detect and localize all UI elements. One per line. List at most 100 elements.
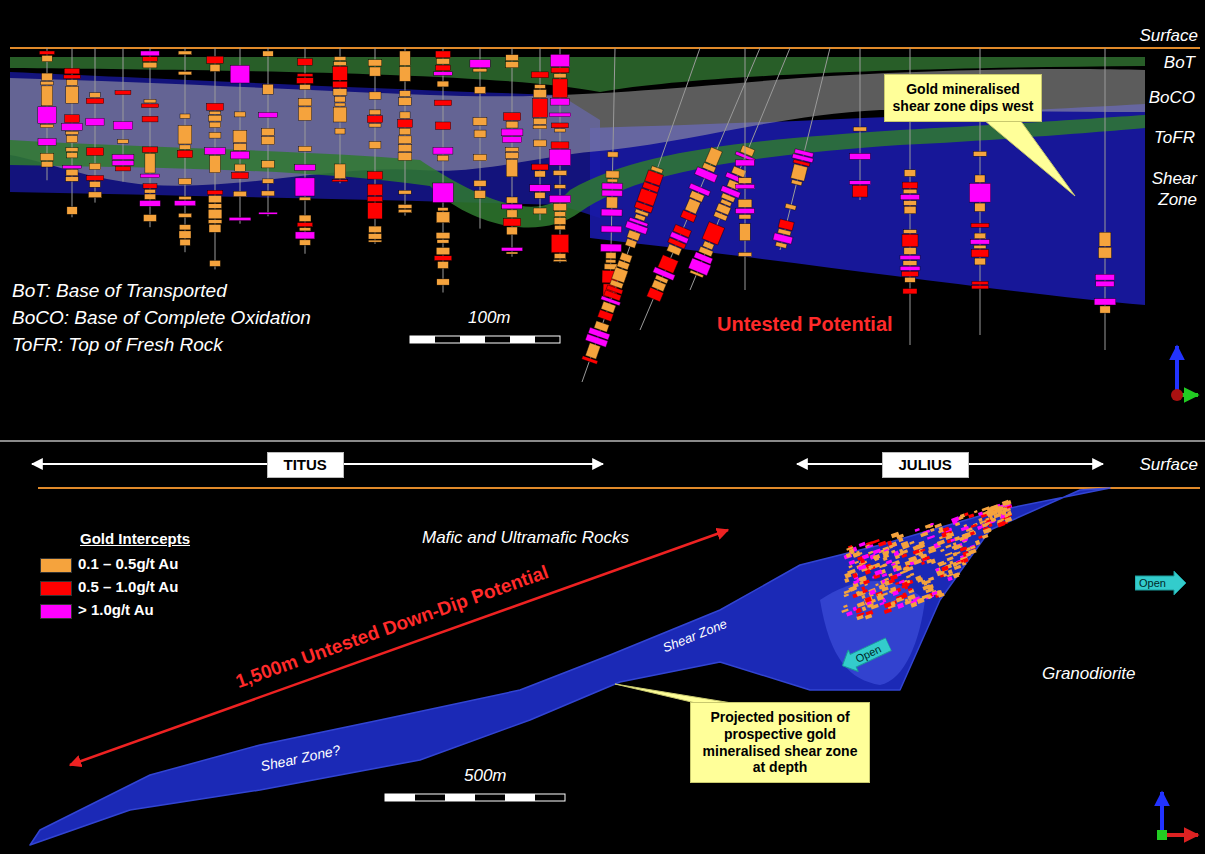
gold-intercept (534, 140, 547, 146)
gold-intercept (67, 207, 77, 215)
callout-pointer (615, 684, 738, 704)
gold-intercept (474, 180, 486, 186)
gold-intercept (887, 540, 892, 545)
zone-label: Shear Zone (661, 616, 730, 656)
abbreviation-note: BoT: Base of Transported (10, 280, 229, 303)
gold-intercept (937, 561, 944, 566)
gold-intercept (209, 196, 222, 203)
gold-intercept (400, 91, 411, 97)
gold-intercept (932, 590, 938, 596)
open-arrow-outline (837, 633, 893, 676)
gold-intercept (982, 534, 989, 539)
gold-intercept (554, 218, 566, 225)
gold-intercept (947, 556, 954, 561)
gold-intercept (507, 210, 517, 218)
gold-intercept (601, 244, 622, 252)
gold-intercept (64, 75, 81, 79)
gold-intercept (868, 565, 873, 570)
gold-intercept (140, 174, 159, 178)
gold-intercept (86, 98, 104, 103)
gold-intercept (853, 580, 859, 584)
gold-intercept (398, 153, 412, 161)
drill-hole (860, 48, 861, 200)
gold-intercept (554, 185, 566, 189)
gold-intercept (896, 565, 902, 571)
gold-intercept (209, 122, 220, 128)
gold-intercept (863, 579, 870, 584)
gold-intercept (232, 172, 249, 178)
axis-icon (1157, 830, 1167, 840)
gold-intercept (369, 142, 381, 149)
gold-intercept (208, 209, 222, 219)
gold-intercept (180, 114, 190, 118)
gold-intercept (970, 546, 976, 550)
gold-intercept (398, 136, 411, 144)
gold-intercept (775, 242, 787, 249)
gold-intercept (852, 553, 857, 558)
gold-intercept (208, 220, 222, 224)
scale-label: 500m (462, 766, 509, 786)
gold-intercept (939, 527, 944, 531)
gold-intercept (300, 85, 311, 90)
gold-intercept (551, 235, 569, 253)
node-text: Projected position of prospective gold m… (698, 709, 862, 776)
gold-intercept (846, 553, 852, 558)
legend-text: 0.5 – 1.0g/t Au (78, 578, 178, 596)
gold-intercept (865, 597, 872, 603)
gold-intercept (436, 59, 449, 64)
gold-intercept (940, 549, 944, 552)
gold-intercept (64, 68, 80, 74)
gold-intercept (865, 614, 873, 620)
gold-intercept (846, 611, 853, 616)
horizon-label: BoT (1162, 53, 1197, 73)
gold-intercept (207, 190, 223, 194)
gold-intercept (913, 549, 920, 554)
gold-intercept (295, 165, 315, 171)
open-arrow: Open (1135, 571, 1186, 595)
gold-intercept (647, 287, 664, 302)
gold-intercept (1094, 299, 1116, 305)
legend-text: > 1.0g/t Au (78, 601, 154, 619)
gold-intercept (875, 583, 879, 586)
gold-intercept (873, 548, 882, 554)
gold-intercept (908, 588, 913, 591)
drill-hole (780, 48, 830, 250)
gold-intercept (850, 587, 855, 591)
gold-intercept (902, 271, 919, 276)
gold-intercept (953, 572, 960, 576)
gold-intercept (369, 67, 380, 76)
gold-intercept (970, 545, 976, 550)
gold-intercept (533, 125, 547, 129)
node-text: Open (837, 637, 885, 676)
gold-intercept (368, 234, 381, 240)
gold-intercept (890, 601, 895, 606)
gold-intercept (368, 172, 383, 180)
gold-intercept (606, 252, 616, 258)
surface-label: Surface (1137, 455, 1200, 475)
gold-intercept (867, 603, 874, 607)
gold-intercept (261, 191, 274, 196)
gold-intercept (89, 163, 101, 169)
gold-intercept (262, 179, 274, 183)
gold-intercept (844, 593, 849, 597)
gold-intercept (972, 281, 988, 284)
gold-intercept (433, 147, 453, 154)
gold-intercept (989, 523, 993, 527)
gold-intercept (233, 130, 247, 142)
gold-intercept (865, 596, 873, 602)
gold-intercept (41, 86, 52, 106)
gold-intercept (142, 116, 158, 122)
gold-intercept (40, 124, 54, 127)
axis-icon (1171, 389, 1183, 401)
gold-intercept (533, 90, 546, 98)
gold-intercept (368, 184, 383, 195)
gold-intercept (859, 542, 866, 547)
gold-intercept (145, 189, 156, 193)
gold-intercept (736, 208, 755, 213)
gold-intercept (179, 178, 191, 184)
gold-intercept (891, 532, 900, 539)
gold-intercept (883, 551, 890, 556)
gold-intercept (42, 73, 53, 80)
gold-intercept (990, 504, 999, 511)
